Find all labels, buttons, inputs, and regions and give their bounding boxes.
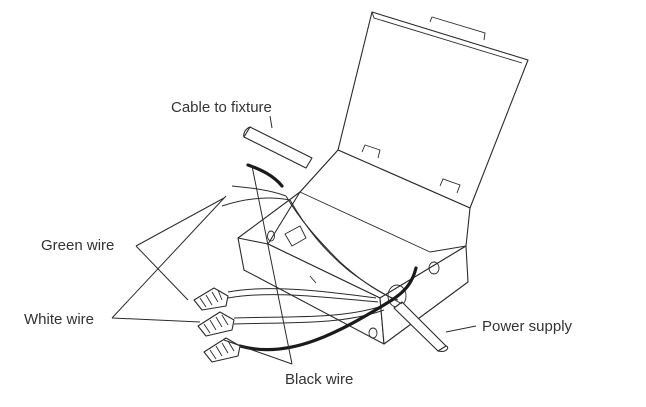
nut-wires bbox=[227, 266, 418, 352]
leader-power-supply bbox=[445, 325, 477, 333]
label-cable-to-fixture: Cable to fixture bbox=[171, 99, 272, 116]
wire-nut-bottom bbox=[203, 337, 241, 363]
leader-lines bbox=[111, 115, 477, 365]
label-power-supply: Power supply bbox=[482, 318, 573, 335]
fixture-wires bbox=[221, 163, 403, 305]
leader-green-wire bbox=[135, 197, 225, 301]
leader-white-wire bbox=[111, 195, 227, 323]
leader-cable-to-fixture bbox=[269, 115, 273, 129]
leader-black-wire bbox=[223, 165, 293, 365]
power-supply-cable bbox=[393, 301, 449, 352]
label-black-wire: Black wire bbox=[285, 371, 353, 388]
wire-nut-middle bbox=[197, 311, 235, 337]
wire-nut-top bbox=[193, 287, 229, 311]
label-green-wire: Green wire bbox=[41, 237, 114, 254]
fixture-cable bbox=[243, 126, 313, 169]
label-white-wire: White wire bbox=[24, 311, 94, 328]
